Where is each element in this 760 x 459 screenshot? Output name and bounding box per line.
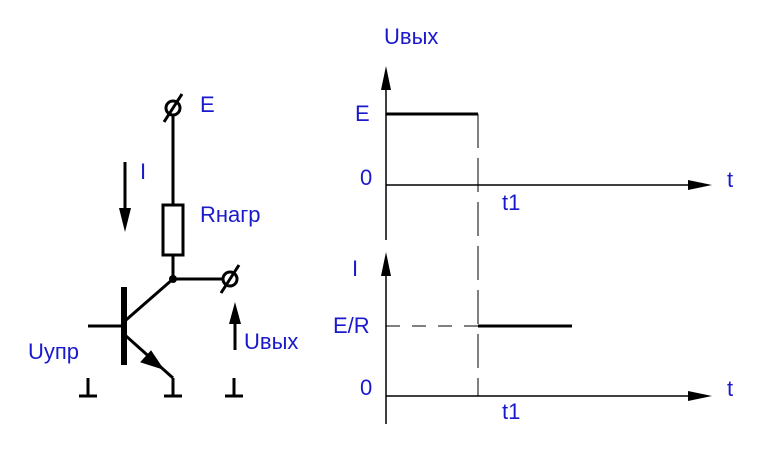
- current-zero-label: 0: [360, 375, 372, 400]
- current-graph: I E/R 0 t t1: [333, 252, 733, 424]
- control-label: Uупр: [28, 339, 79, 364]
- voltage-y-arrow-icon: [381, 66, 391, 90]
- load-label: Rнагр: [200, 202, 261, 227]
- current-y-axis-label: I: [352, 256, 358, 281]
- current-label: I: [140, 159, 146, 184]
- voltage-x-arrow-icon: [688, 180, 712, 190]
- current-x-arrow-icon: [688, 391, 712, 401]
- voltage-x-axis-label: t: [727, 167, 733, 192]
- emitter-arrow-icon: [140, 350, 165, 370]
- current-level-label: E/R: [333, 313, 370, 338]
- transistor-collector: [125, 277, 174, 322]
- output-terminal-icon: [221, 270, 239, 288]
- voltage-graph: Uвых E 0 t t1: [355, 24, 733, 240]
- ground-icon: [225, 378, 243, 398]
- supply-terminal-slash: [162, 93, 184, 123]
- current-x-axis-label: t: [727, 376, 733, 401]
- output-terminal-slash: [219, 264, 241, 294]
- current-time-label: t1: [502, 399, 520, 424]
- output-label: Uвых: [244, 329, 298, 354]
- load-resistor: [161, 203, 185, 257]
- supply-label: E: [200, 92, 215, 117]
- current-arrow-icon: [119, 162, 131, 232]
- voltage-level-label: E: [355, 101, 370, 126]
- output-voltage-arrow-icon: [229, 302, 241, 350]
- voltage-y-axis-label: Uвых: [384, 24, 438, 49]
- circuit: [79, 93, 243, 398]
- ground-icon: [79, 378, 97, 398]
- voltage-zero-label: 0: [360, 165, 372, 190]
- voltage-time-label: t1: [502, 190, 520, 215]
- current-y-arrow-icon: [381, 252, 391, 276]
